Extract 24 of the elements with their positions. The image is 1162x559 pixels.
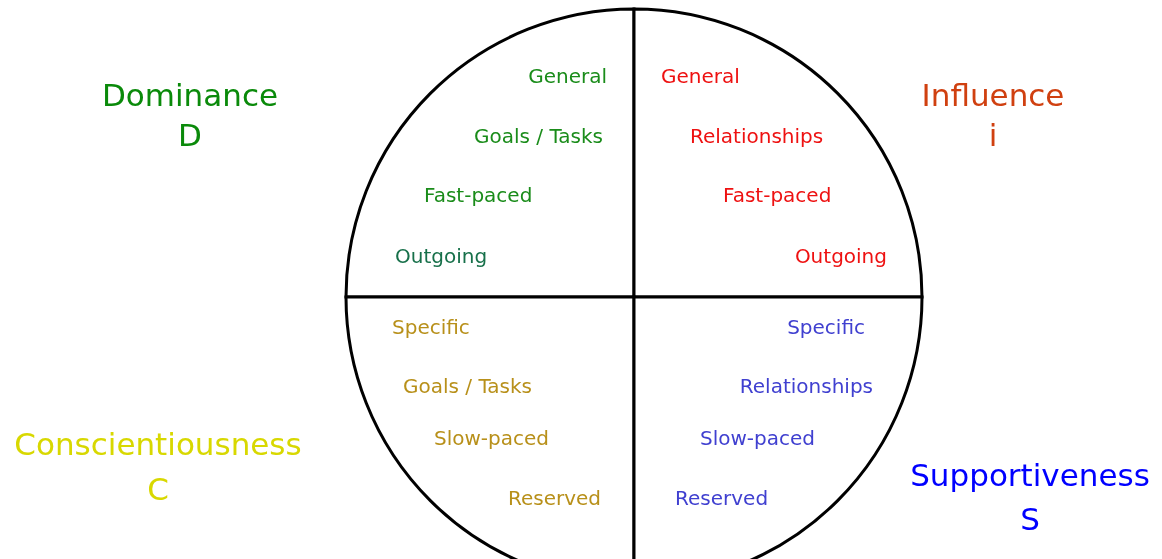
style-letter: i (988, 116, 998, 155)
trait-label: General (528, 64, 607, 88)
trait-label: Slow-paced (700, 426, 815, 450)
trait-label: Outgoing (395, 244, 488, 268)
trait-label: Reserved (507, 486, 601, 510)
style-name: Dominance (101, 76, 279, 115)
style-name: Influence (921, 76, 1065, 115)
style-letter: S (1020, 500, 1040, 539)
trait-label: Fast-paced (424, 183, 533, 207)
trait-label: Goals / Tasks (403, 374, 532, 398)
style-name: Conscientiousness (14, 425, 302, 464)
trait-label: Goals / Tasks (474, 124, 603, 148)
style-letter: C (147, 470, 169, 509)
trait-label: Slow-paced (434, 426, 549, 450)
trait-label: General (661, 64, 740, 88)
style-name: Supportiveness (910, 456, 1150, 495)
trait-label: Relationships (690, 124, 824, 148)
trait-label: Reserved (675, 486, 769, 510)
trait-label: Outgoing (794, 244, 887, 268)
trait-label: Relationships (739, 374, 873, 398)
trait-label: Specific (392, 315, 470, 339)
trait-label: Specific (787, 315, 865, 339)
style-letter: D (178, 116, 202, 155)
trait-label: Fast-paced (723, 183, 832, 207)
